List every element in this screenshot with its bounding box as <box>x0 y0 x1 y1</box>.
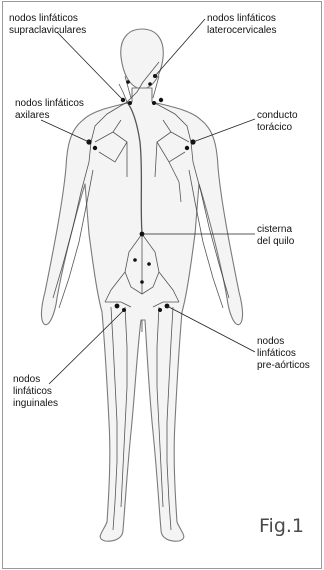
node-cervical-left <box>126 80 130 84</box>
label-cisterna-del-quilo: cisterna del quilo <box>257 224 294 248</box>
node-inguinal-right-2 <box>158 308 162 312</box>
node-supraclavicular-right-2 <box>159 98 163 102</box>
node-preaortic-3 <box>140 280 144 284</box>
node-preaortic-2 <box>147 262 151 266</box>
node-supraclavicular-left-2 <box>128 101 132 105</box>
node-inguinal-left <box>115 304 120 309</box>
label-nodos-axilares: nodos linfáticos axilares <box>15 98 84 122</box>
figure-label: Fig.1 <box>259 515 304 537</box>
node-supraclavicular-right <box>152 101 156 105</box>
label-nodos-laterocervicales: nodos linfáticos laterocervicales <box>207 13 276 37</box>
head <box>121 29 164 89</box>
body-outline <box>41 88 242 541</box>
lymphatic-system-diagram <box>3 2 321 568</box>
label-nodos-supraclaviculares: nodos linfáticos supraclaviculares <box>9 13 86 37</box>
label-conducto-toracico: conducto torácico <box>257 110 298 134</box>
node-axillary-right-2 <box>185 146 189 150</box>
leader-supraclaviculares <box>57 32 123 100</box>
node-cervical-right <box>148 82 152 86</box>
node-axillary-left-2 <box>93 146 97 150</box>
node-preaortic-1 <box>133 258 137 262</box>
label-nodos-pre-aorticos: nodos linfáticos pre-aórticos <box>257 336 310 372</box>
label-nodos-inguinales: nodos linfáticos inguinales <box>13 374 58 410</box>
